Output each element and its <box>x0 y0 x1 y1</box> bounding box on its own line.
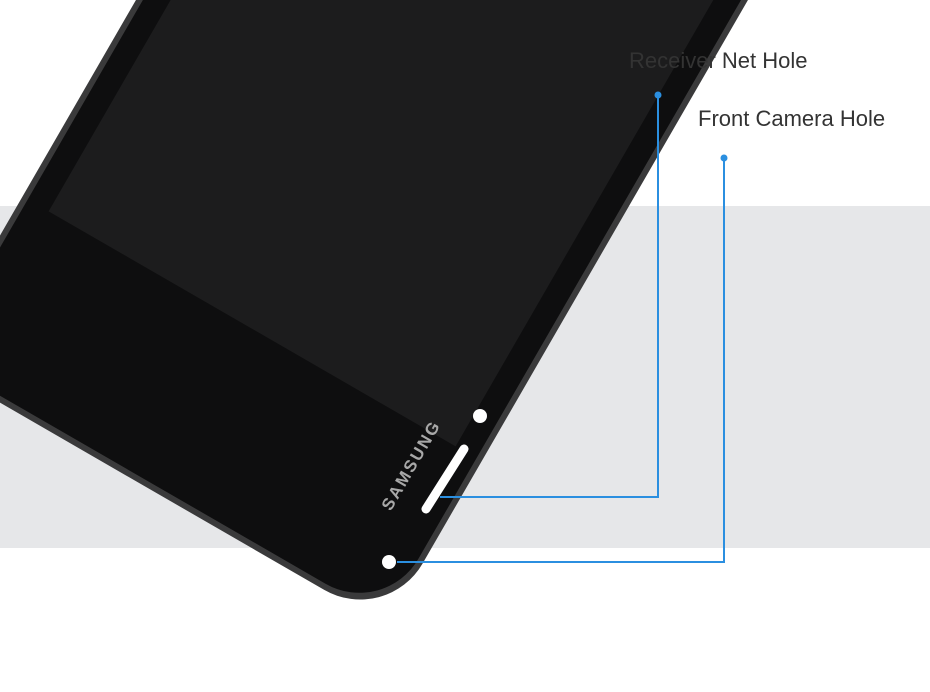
callout-dot-camera <box>720 154 728 162</box>
phone <box>0 0 811 600</box>
receiver-net-hole-label: Receiver Net Hole <box>629 48 808 73</box>
callout-line-camera <box>397 158 725 563</box>
callout-dot-receiver <box>654 91 662 99</box>
sensor-dot <box>473 409 487 423</box>
callout-line-receiver <box>440 95 659 498</box>
receiver-net <box>421 444 469 514</box>
phone-screen <box>48 0 796 447</box>
front-camera-hole-label: Front Camera Hole <box>698 106 886 131</box>
front-camera-hole <box>382 555 396 569</box>
